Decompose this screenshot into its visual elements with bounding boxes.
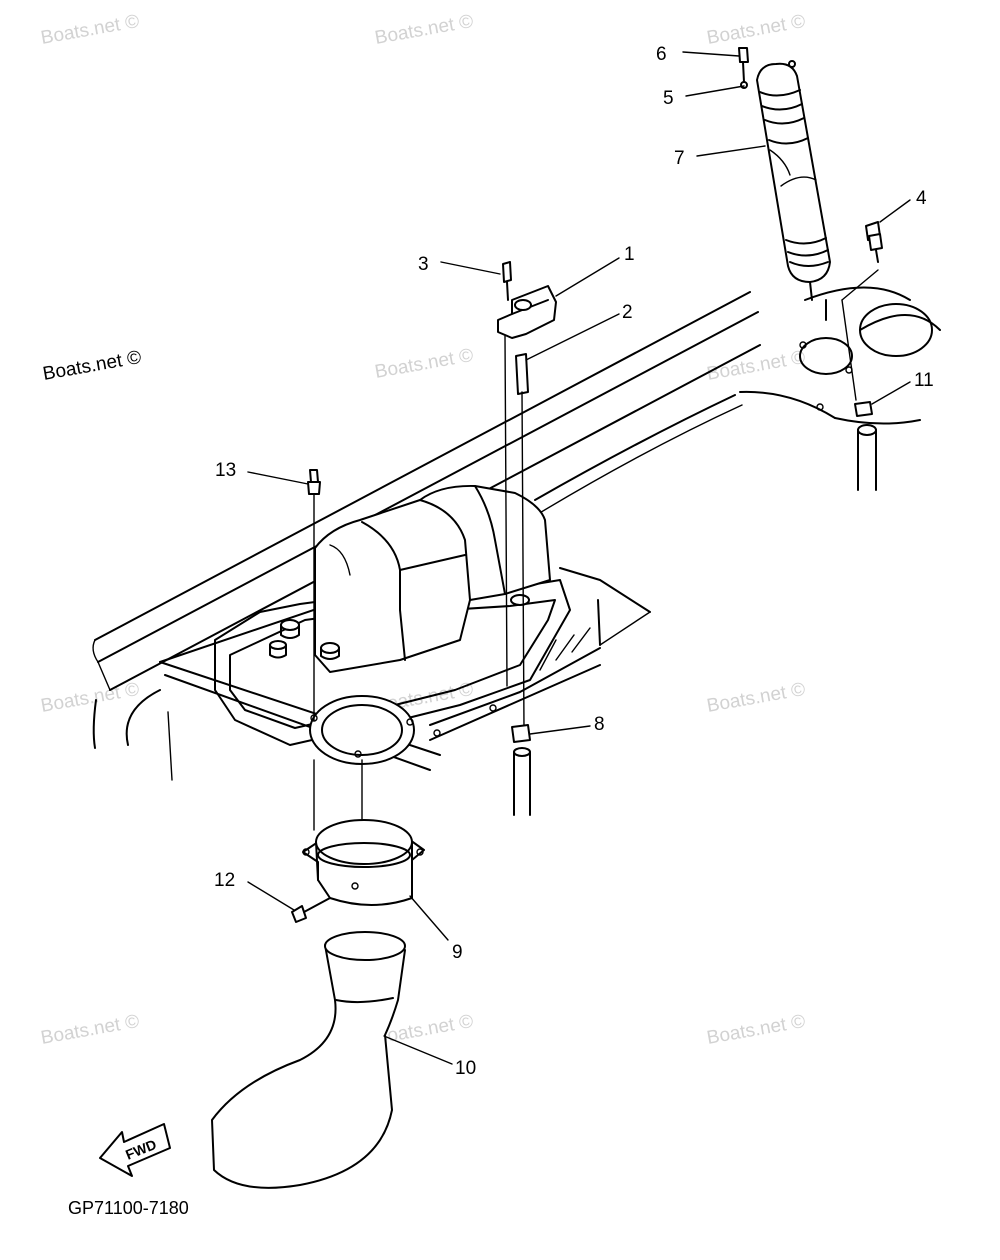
watermark-dark: Boats.net © xyxy=(41,347,143,385)
callout-10: 10 xyxy=(455,1058,476,1079)
clamp xyxy=(511,724,531,816)
hose-nipple xyxy=(865,221,883,263)
bolt-13 xyxy=(307,469,321,721)
leader-lines xyxy=(247,51,911,1065)
right-deck-fittings xyxy=(799,303,933,491)
bracket-assembly xyxy=(497,261,557,731)
callout-7: 7 xyxy=(674,148,685,169)
callouts: 1 2 3 4 5 6 7 8 9 10 11 12 13 xyxy=(214,44,934,1079)
callout-4: 4 xyxy=(916,188,927,209)
callout-3: 3 xyxy=(418,254,429,275)
callout-1: 1 xyxy=(624,244,635,265)
watermark: Boats.net © xyxy=(373,345,475,383)
callout-2: 2 xyxy=(622,302,633,323)
hull-deck xyxy=(92,286,941,781)
callout-6: 6 xyxy=(656,44,667,65)
fwd-arrow: FWD xyxy=(99,1123,171,1177)
duct-flange xyxy=(302,759,425,906)
callout-12: 12 xyxy=(214,870,235,891)
watermark: Boats.net © xyxy=(373,11,475,49)
breather-pipe xyxy=(756,62,879,401)
screw-12 xyxy=(291,897,331,923)
elbow-duct xyxy=(211,931,406,1189)
drawing-code: GP71100-7180 xyxy=(68,1198,189,1218)
callout-9: 9 xyxy=(452,942,463,963)
watermark: Boats.net © xyxy=(39,679,141,717)
watermark: Boats.net © xyxy=(705,1011,807,1049)
nut xyxy=(854,401,873,417)
callout-5: 5 xyxy=(663,88,674,109)
callout-13: 13 xyxy=(215,460,236,481)
callout-8: 8 xyxy=(594,714,605,735)
watermark: Boats.net © xyxy=(39,11,141,49)
watermark: Boats.net © xyxy=(705,11,807,49)
watermark: Boats.net © xyxy=(705,679,807,717)
top-clip xyxy=(738,47,796,89)
watermark: Boats.net © xyxy=(39,1011,141,1049)
callout-11: 11 xyxy=(914,370,934,391)
